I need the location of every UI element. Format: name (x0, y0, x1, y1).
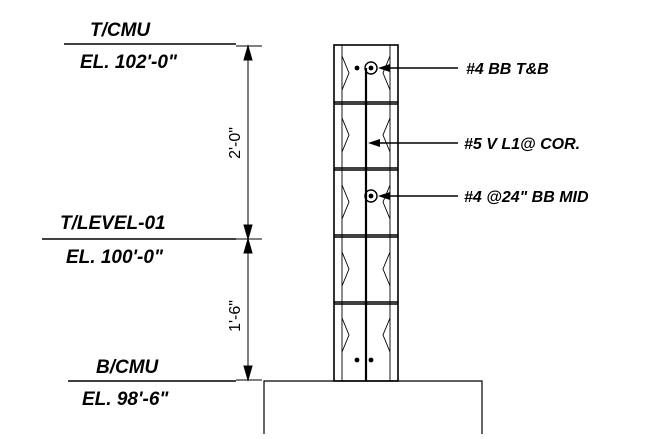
elevation-middle-value: EL. 100'-0" (66, 247, 164, 268)
rebar-circle-top (364, 61, 378, 75)
callout-top-rebar: #4 BB T&B (466, 61, 549, 78)
dimension-arrow-top-icon (243, 44, 253, 61)
rebar-dot-bottom-left (354, 357, 360, 363)
rebar-marks (354, 61, 378, 363)
leader-vertical-arrow-icon (368, 139, 380, 147)
rebar-dot-mid (368, 193, 374, 199)
callout-vertical-rebar: #5 V L1@ COR. (464, 136, 580, 153)
elevation-bottom: B/CMU EL. 98'-6" (68, 357, 236, 410)
rebar-dot-bottom-right (368, 357, 374, 363)
callout-mid-rebar: #4 @24" BB MID (464, 189, 589, 206)
elevation-middle-label: T/LEVEL-01 (60, 213, 166, 234)
elevation-top-value: EL. 102'-0" (80, 52, 178, 73)
cmu-wall (333, 44, 399, 382)
rebar-circle-mid (364, 189, 378, 203)
leader-mid-arrow-icon (378, 192, 390, 200)
leaders (368, 64, 458, 200)
leader-top-arrow-icon (378, 64, 390, 72)
footing-outline (263, 380, 483, 434)
dimension-lower-text: 1'-6" (227, 300, 244, 332)
dimension-upper-text: 2'-0" (227, 127, 244, 159)
elevation-middle: T/LEVEL-01 EL. 100'-0" (42, 213, 236, 268)
elevation-bottom-label: B/CMU (96, 357, 160, 378)
dimension-arrow-middle-down-icon (243, 237, 253, 254)
cmu-web-marks (341, 55, 391, 353)
rebar-dot-top-right (368, 65, 374, 71)
dimension-line (236, 44, 262, 382)
elevation-top: T/CMU EL. 102'-0" (64, 20, 236, 73)
elevation-top-label: T/CMU (90, 20, 151, 41)
elevation-bottom-value: EL. 98'-6" (82, 389, 169, 410)
dimension-arrow-bottom-icon (243, 365, 253, 382)
dimension-arrow-middle-up-icon (243, 224, 253, 241)
rebar-dot-top-left (354, 65, 360, 71)
